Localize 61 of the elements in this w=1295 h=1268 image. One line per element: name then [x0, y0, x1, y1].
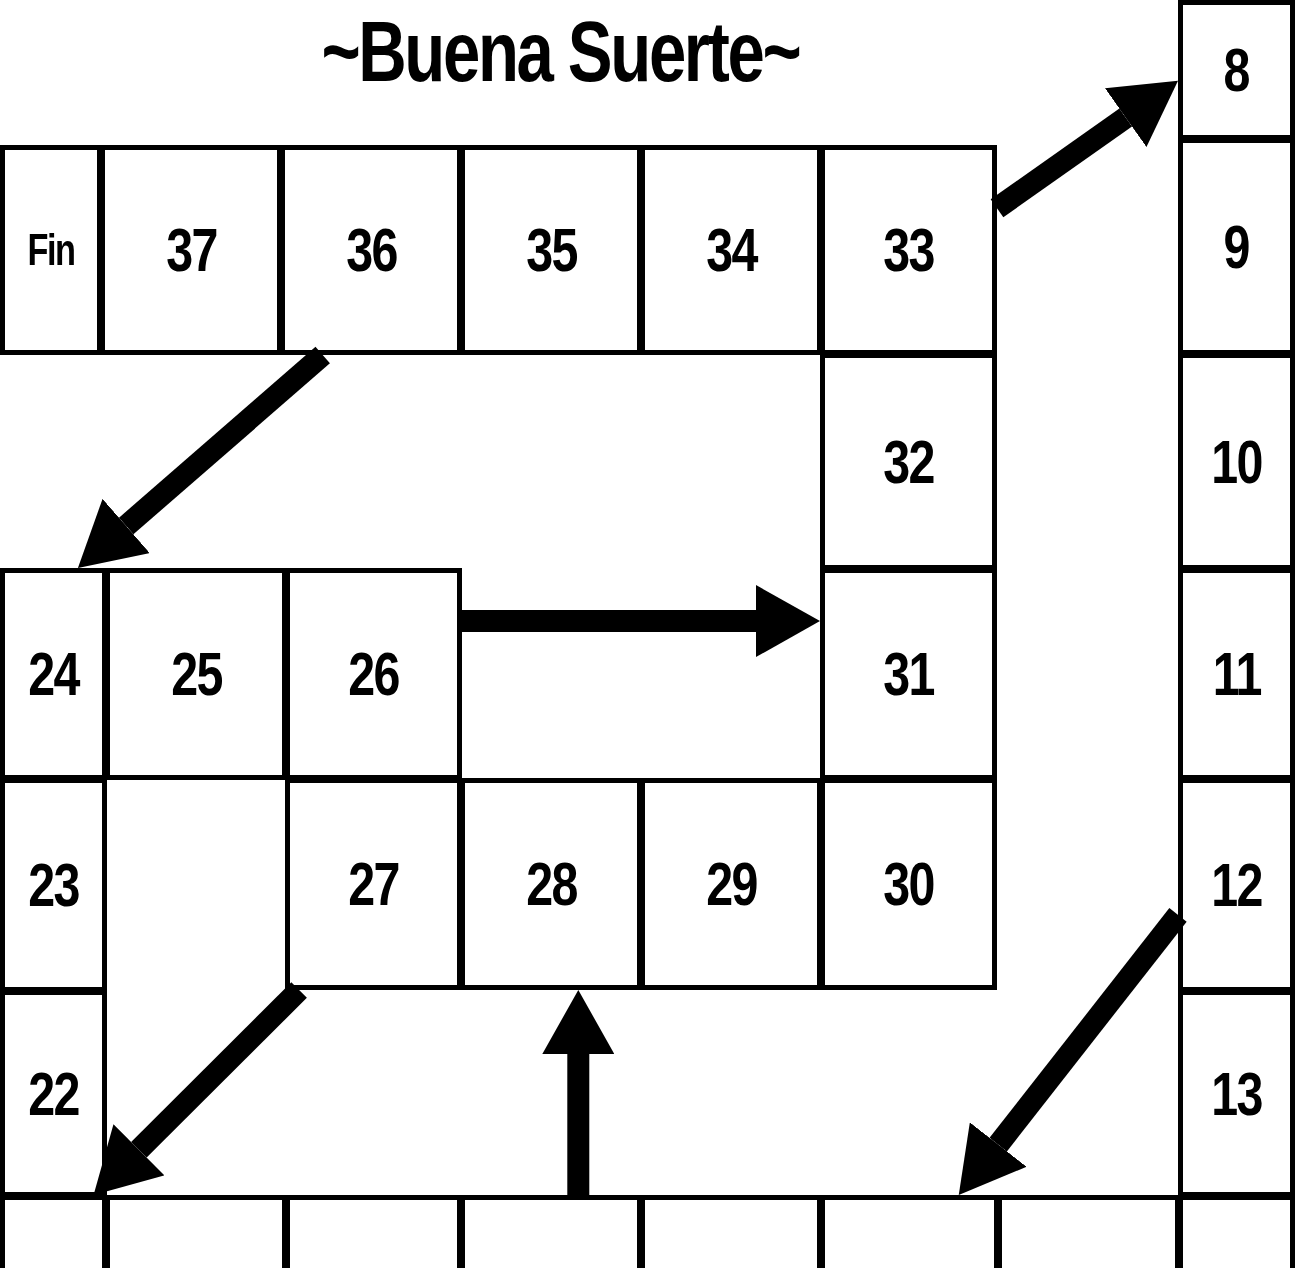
board-square [1178, 778, 1295, 992]
square-number: 35 [525, 219, 577, 281]
board-square [460, 145, 642, 355]
square-number: 29 [705, 853, 757, 915]
square-number: 30 [883, 853, 934, 915]
board-square [285, 1195, 462, 1268]
square-number: 28 [525, 853, 577, 915]
board-square [285, 568, 462, 780]
arrow [542, 990, 615, 1195]
board-square [1178, 568, 1295, 780]
square-number: 11 [1212, 643, 1261, 705]
board-square [820, 1195, 999, 1268]
square-number: 24 [28, 643, 79, 705]
board-square [1178, 0, 1295, 140]
board-square [640, 778, 822, 990]
square-number: 34 [705, 219, 757, 281]
square-number: Fin [27, 228, 75, 272]
board-square [820, 145, 997, 355]
square-number: 23 [28, 854, 79, 916]
board-square [820, 568, 997, 780]
board-square [0, 1195, 107, 1268]
square-number: 33 [883, 219, 934, 281]
board-square [1178, 138, 1295, 355]
square-number: 36 [345, 219, 397, 281]
arrow [462, 585, 820, 657]
board-square [997, 1195, 1180, 1268]
board-square [820, 353, 997, 570]
board-square [105, 568, 287, 780]
square-number: 26 [348, 643, 399, 705]
board-square [0, 778, 107, 992]
board-square [640, 145, 822, 355]
square-number: 31 [883, 643, 934, 705]
square-number: 10 [1211, 430, 1262, 493]
square-number: 37 [165, 219, 217, 281]
square-number: 13 [1211, 1062, 1262, 1125]
square-number: 27 [348, 853, 399, 915]
board-square [0, 145, 102, 355]
board-square [460, 778, 642, 990]
board-square [100, 145, 282, 355]
arrow [93, 982, 307, 1195]
square-number: 32 [883, 430, 934, 493]
square-number: 12 [1211, 854, 1262, 916]
square-number: 8 [1223, 39, 1250, 101]
board-square [640, 1195, 822, 1268]
board-square [105, 1195, 287, 1268]
board-square [1178, 1195, 1295, 1268]
board-square [0, 568, 107, 780]
arrow [77, 346, 330, 568]
square-number: 9 [1223, 215, 1250, 278]
board-square [1178, 990, 1295, 1197]
board-square [460, 1195, 642, 1268]
arrow [958, 908, 1187, 1195]
board-square [820, 778, 997, 990]
board-square [285, 778, 462, 990]
arrow [990, 80, 1178, 218]
board-square [1178, 353, 1295, 570]
square-number: 22 [28, 1062, 79, 1125]
board-square [0, 990, 107, 1197]
board-square [280, 145, 462, 355]
title: ~Buena Suerte~ [321, 8, 799, 94]
square-number: 25 [170, 643, 222, 705]
